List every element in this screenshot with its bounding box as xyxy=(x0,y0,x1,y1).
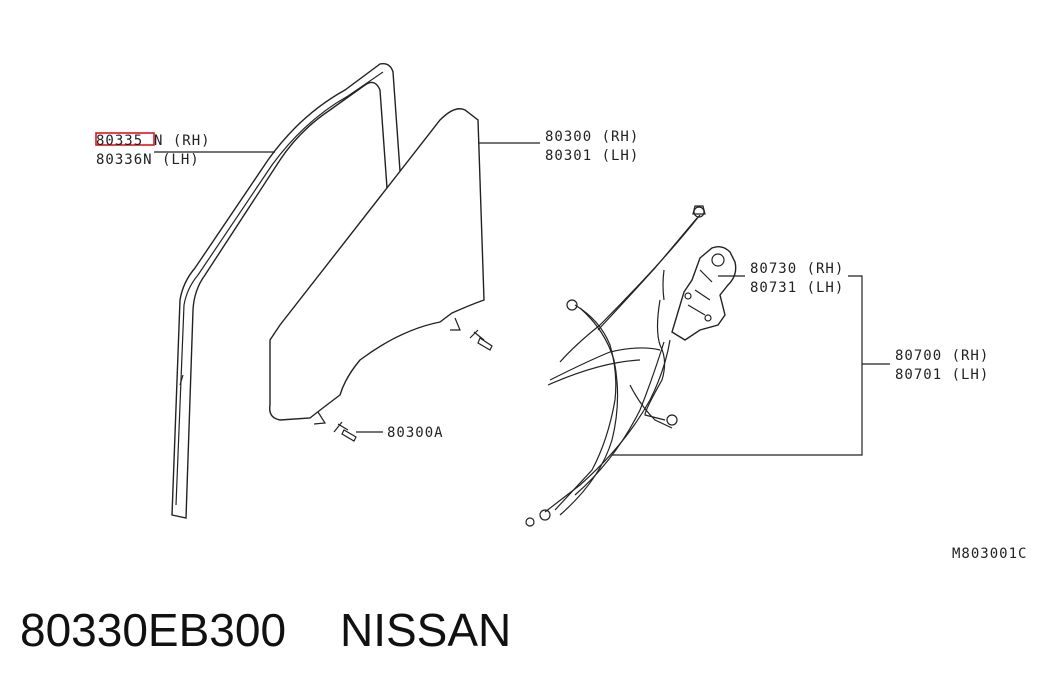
glass-bolt-upper xyxy=(469,329,493,351)
footer-brand: NISSAN xyxy=(340,604,511,656)
callout-80701: 80701 (LH) xyxy=(895,367,989,383)
door-glass xyxy=(269,108,485,425)
callout-80300a: 80300A xyxy=(387,425,444,441)
footer-part-number: 80330EB300 xyxy=(20,604,286,656)
callout-80301: 80301 (LH) xyxy=(545,148,639,164)
callout-80731: 80731 (LH) xyxy=(750,280,844,296)
window-motor xyxy=(671,245,737,341)
callout-80300: 80300 (RH) xyxy=(545,129,639,145)
highlight-box xyxy=(95,132,155,146)
callout-80335-part: 80335 xyxy=(96,133,143,149)
callout-80700: 80700 (RH) xyxy=(895,348,989,364)
glass-bolt-lower xyxy=(333,421,357,442)
callout-80335-suffix: N (RH) xyxy=(154,133,211,149)
window-regulator xyxy=(525,205,706,527)
leader-lines xyxy=(154,142,890,456)
figure-code: M803001C xyxy=(952,546,1027,562)
callout-80730: 80730 (RH) xyxy=(750,261,844,277)
callout-80336: 80336N (LH) xyxy=(96,152,200,168)
